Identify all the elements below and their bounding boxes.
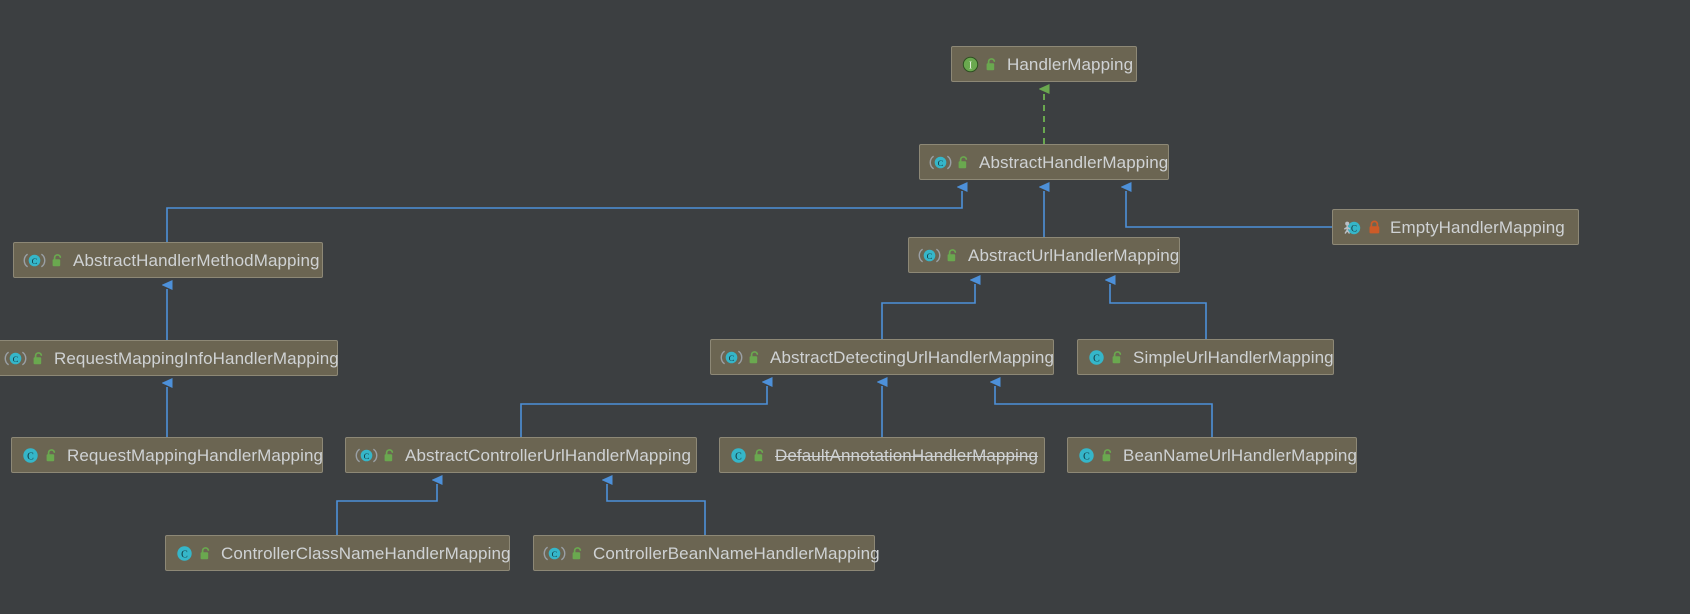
svg-text:I: I [969, 60, 972, 71]
node-icons: C [730, 447, 766, 464]
node-icons: C [1343, 219, 1381, 236]
svg-text:C: C [729, 353, 735, 363]
node-icons: C [543, 545, 584, 562]
node-label: ControllerClassNameHandlerMapping [221, 543, 511, 563]
inner-class-icon: C [1343, 219, 1362, 236]
uml-node-controllerBeanNameHandlerMapping[interactable]: C ControllerBeanNameHandlerMapping [533, 535, 880, 571]
public-lock-icon [946, 248, 959, 263]
svg-text:C: C [364, 451, 370, 461]
edge-abstractControllerUrlHandlerMapping-to-abstractDetectingUrlHandlerMapping [520, 386, 767, 437]
node-label: RequestMappingHandlerMapping [67, 445, 324, 465]
node-label: AbstractHandlerMapping [979, 152, 1169, 172]
class-icon: C [176, 545, 193, 562]
uml-node-requestMappingHandlerMapping[interactable]: C RequestMappingHandlerMapping [11, 437, 323, 473]
edge-abstractDetectingUrlHandlerMapping-to-abstractUrlHandlerMapping [881, 284, 975, 339]
edge-beanNameUrlHandlerMapping-to-abstractDetectingUrlHandlerMapping [995, 386, 1213, 437]
svg-text:C: C [13, 354, 19, 364]
abstract-class-icon: C [355, 447, 378, 464]
public-lock-icon [45, 448, 58, 463]
class-icon: C [22, 447, 39, 464]
node-icons: C [4, 350, 45, 367]
class-icon: C [1088, 349, 1105, 366]
uml-node-defaultAnnotationHandlerMapping[interactable]: C DefaultAnnotationHandlerMapping [719, 437, 1045, 473]
svg-text:C: C [32, 256, 38, 266]
uml-node-beanNameUrlHandlerMapping[interactable]: C BeanNameUrlHandlerMapping [1067, 437, 1357, 473]
node-icons: C [929, 154, 970, 171]
node-icons: C [22, 447, 58, 464]
public-lock-icon [51, 253, 64, 268]
node-label: DefaultAnnotationHandlerMapping [775, 445, 1038, 465]
public-lock-icon [957, 155, 970, 170]
uml-node-abstractHandlerMapping[interactable]: C AbstractHandlerMapping [919, 144, 1169, 180]
abstract-class-icon: C [720, 349, 743, 366]
node-label: ControllerBeanNameHandlerMapping [593, 543, 880, 563]
uml-node-abstractUrlHandlerMapping[interactable]: C AbstractUrlHandlerMapping [908, 237, 1180, 273]
edge-abstractHandlerMethodMapping-to-abstractHandlerMapping [166, 191, 962, 242]
node-label: AbstractUrlHandlerMapping [968, 245, 1180, 265]
svg-text:C: C [27, 451, 34, 462]
node-icons: C [1088, 349, 1124, 366]
node-label: HandlerMapping [1007, 54, 1134, 74]
node-icons: C [918, 247, 959, 264]
svg-text:C: C [927, 251, 933, 261]
node-label: AbstractControllerUrlHandlerMapping [405, 445, 692, 465]
public-lock-icon [383, 448, 396, 463]
uml-node-handlerMapping[interactable]: I HandlerMapping [951, 46, 1137, 82]
private-lock-icon [1368, 220, 1381, 235]
svg-text:C: C [1083, 451, 1090, 462]
node-icons: C [23, 252, 64, 269]
interface-icon: I [962, 56, 979, 73]
public-lock-icon [985, 57, 998, 72]
node-label: RequestMappingInfoHandlerMapping [54, 348, 339, 368]
node-label: AbstractDetectingUrlHandlerMapping [770, 347, 1055, 367]
public-lock-icon [1111, 350, 1124, 365]
node-label: SimpleUrlHandlerMapping [1133, 347, 1334, 367]
svg-text:C: C [938, 158, 944, 168]
uml-node-abstractControllerUrlHandlerMapping[interactable]: C AbstractControllerUrlHandlerMapping [345, 437, 697, 473]
svg-text:C: C [735, 451, 742, 462]
public-lock-icon [32, 351, 45, 366]
svg-text:C: C [181, 549, 188, 560]
node-label: BeanNameUrlHandlerMapping [1123, 445, 1358, 465]
uml-node-controllerClassNameHandlerMapping[interactable]: C ControllerClassNameHandlerMapping [165, 535, 510, 571]
uml-node-abstractDetectingUrlHandlerMapping[interactable]: C AbstractDetectingUrlHandlerMapping [710, 339, 1054, 375]
node-label: EmptyHandlerMapping [1390, 217, 1565, 237]
public-lock-icon [748, 350, 761, 365]
edge-controllerClassNameHandlerMapping-to-abstractControllerUrlHandlerMapping [336, 484, 437, 535]
public-lock-icon [1101, 448, 1114, 463]
node-icons: C [176, 545, 212, 562]
uml-node-emptyHandlerMapping[interactable]: C EmptyHandlerMapping [1332, 209, 1579, 245]
node-icons: C [355, 447, 396, 464]
node-icons: C [1078, 447, 1114, 464]
abstract-class-icon: C [918, 247, 941, 264]
class-icon: C [730, 447, 747, 464]
class-icon: C [1078, 447, 1095, 464]
public-lock-icon [753, 448, 766, 463]
public-lock-icon [571, 546, 584, 561]
abstract-class-icon: C [543, 545, 566, 562]
edge-emptyHandlerMapping-to-abstractHandlerMapping [1126, 191, 1332, 228]
abstract-class-icon: C [23, 252, 46, 269]
svg-text:C: C [1093, 353, 1100, 364]
svg-text:C: C [552, 549, 558, 559]
uml-node-abstractHandlerMethodMapping[interactable]: C AbstractHandlerMethodMapping [13, 242, 323, 278]
edge-simpleUrlHandlerMapping-to-abstractUrlHandlerMapping [1110, 284, 1207, 339]
node-label: AbstractHandlerMethodMapping [73, 250, 320, 270]
abstract-class-icon: C [929, 154, 952, 171]
svg-text:C: C [1351, 223, 1357, 233]
node-icons: I [962, 56, 998, 73]
uml-node-requestMappingInfoHandlerMapping[interactable]: C RequestMappingInfoHandlerMapping [0, 340, 339, 376]
uml-node-simpleUrlHandlerMapping[interactable]: C SimpleUrlHandlerMapping [1077, 339, 1334, 375]
abstract-class-icon: C [4, 350, 27, 367]
public-lock-icon [199, 546, 212, 561]
node-icons: C [720, 349, 761, 366]
edge-controllerBeanNameHandlerMapping-to-abstractControllerUrlHandlerMapping [607, 484, 706, 535]
